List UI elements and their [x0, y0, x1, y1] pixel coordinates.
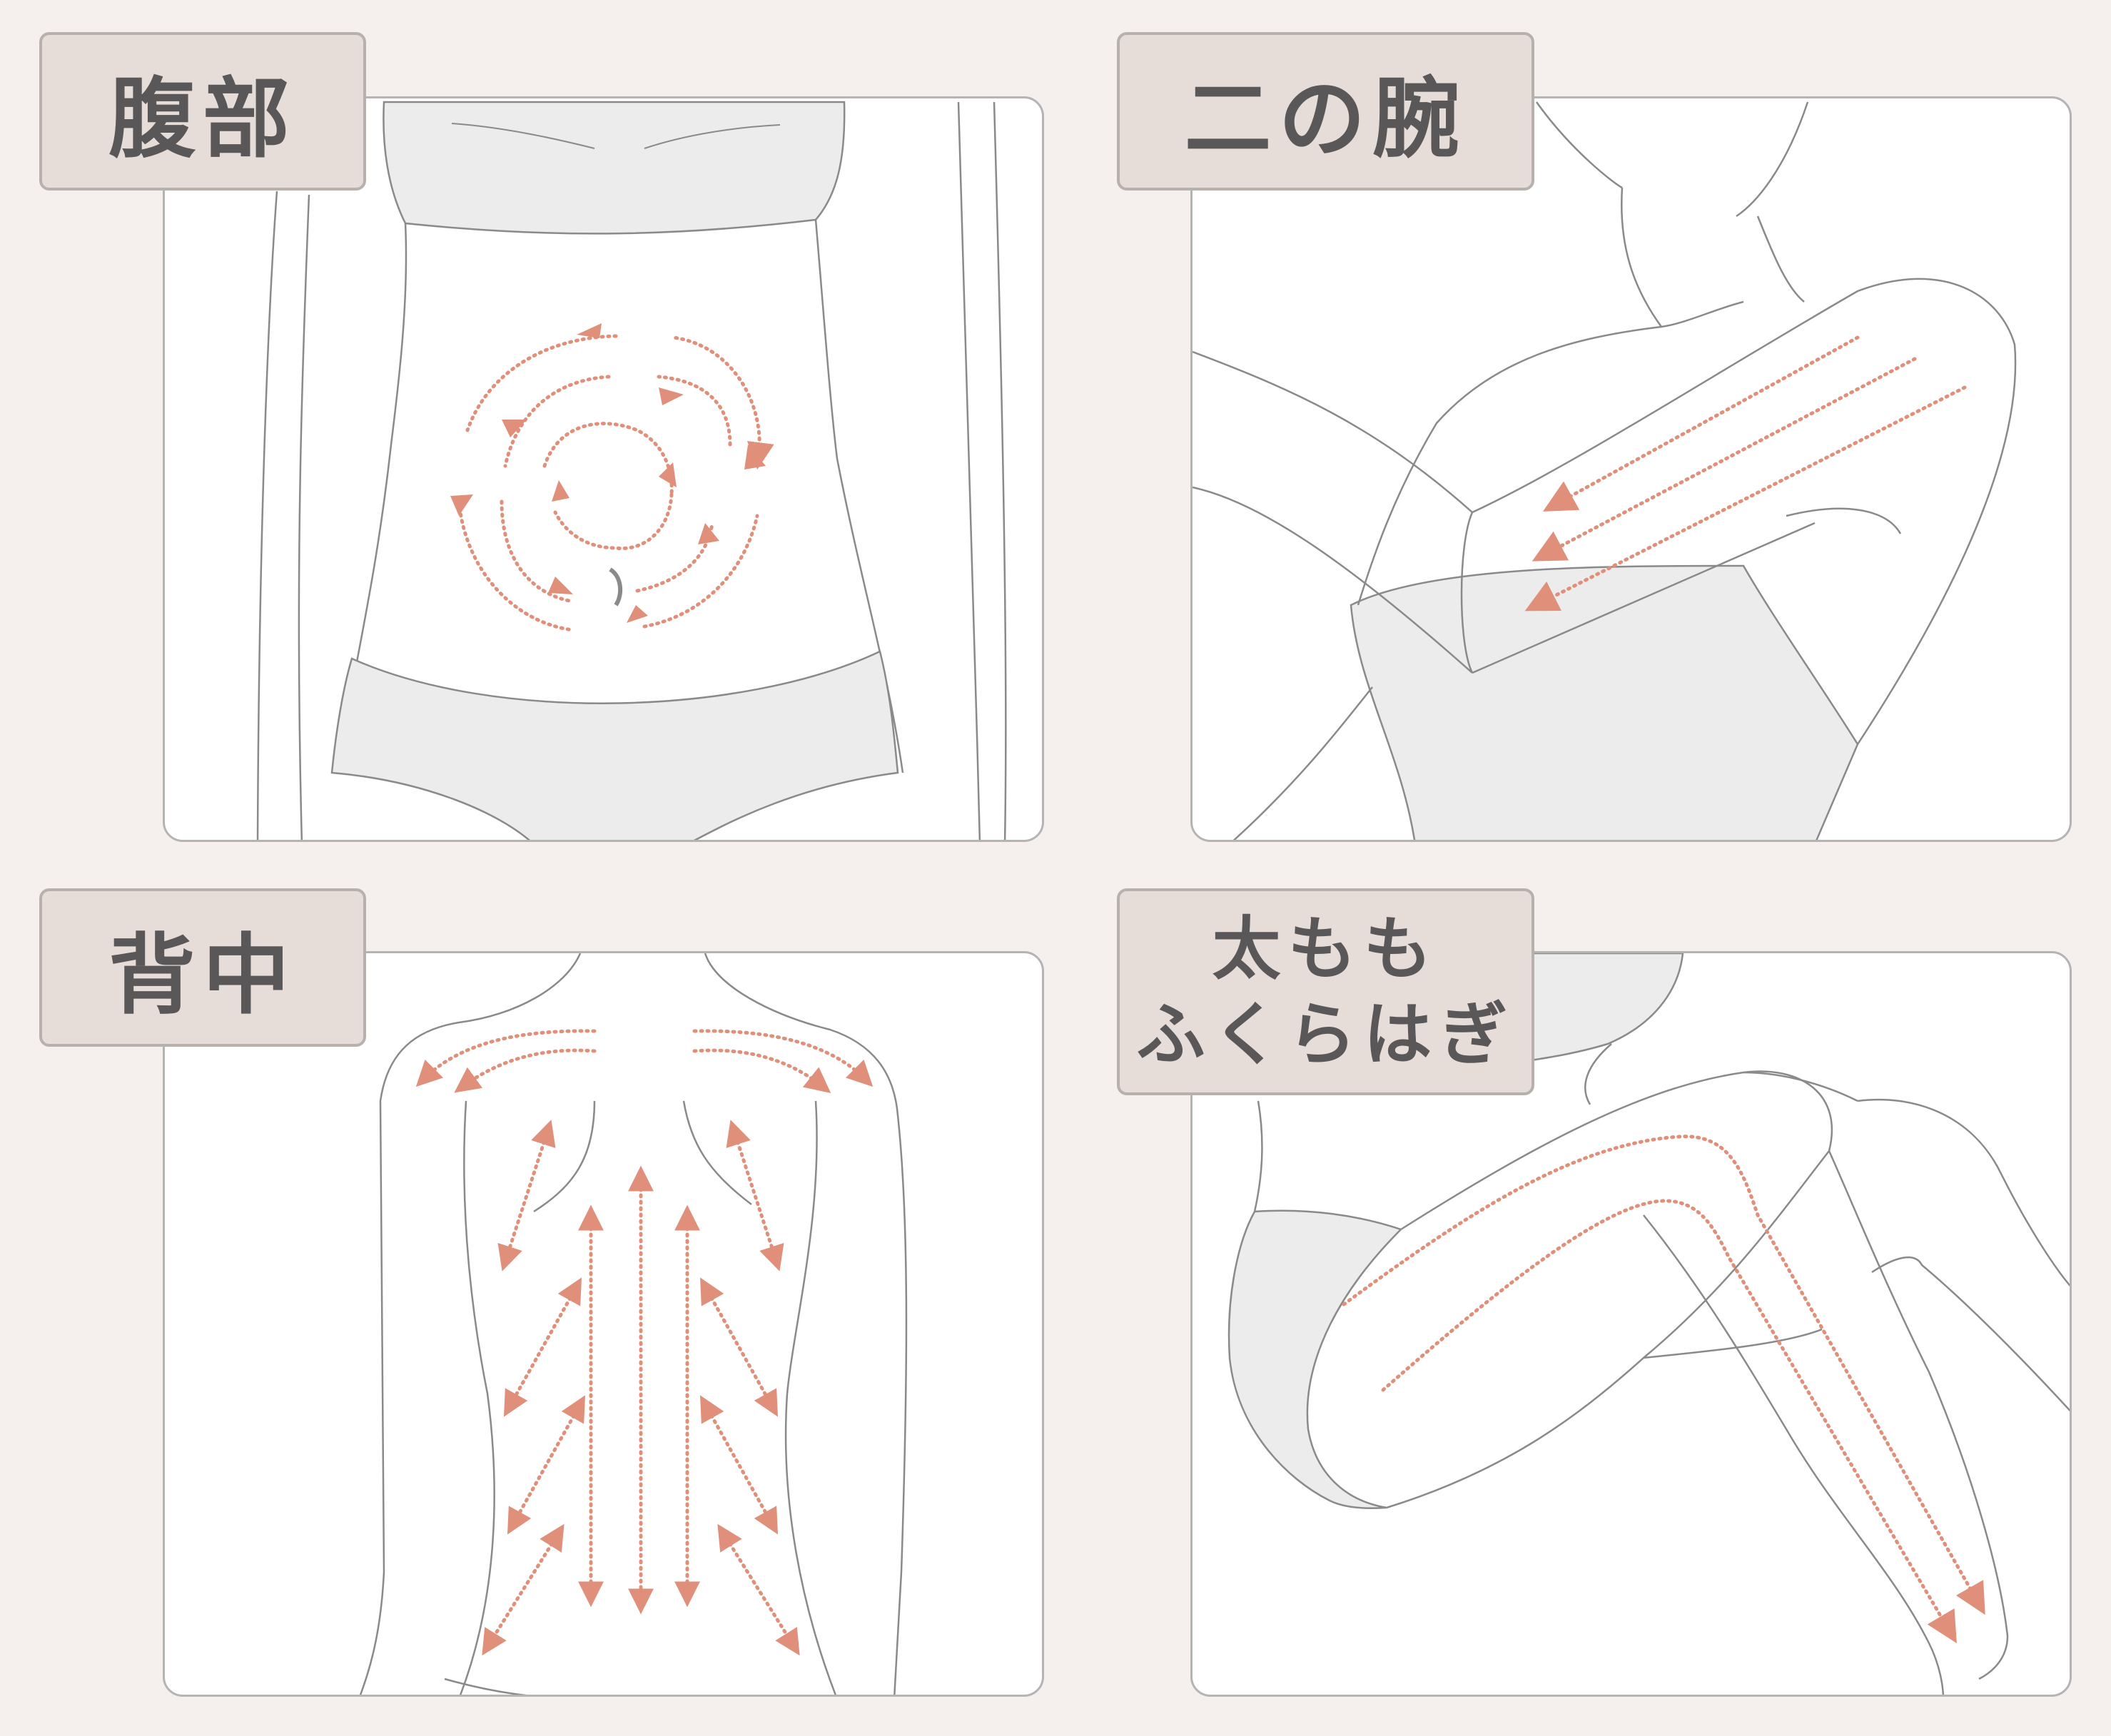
calf-label-text: ふくらはぎ	[1136, 995, 1515, 1075]
abdomen-panel	[163, 96, 1044, 842]
abdomen-illustration	[256, 101, 1007, 840]
abdomen-label: 腹部	[39, 32, 366, 191]
back-panel	[163, 951, 1044, 1697]
upper-arm-panel	[1190, 96, 2072, 842]
upper-arm-label-text: 二の腕	[1184, 68, 1467, 170]
abdomen-label-text: 腹部	[108, 68, 297, 170]
back-label: 背中	[39, 888, 366, 1047]
back-illustration	[359, 953, 908, 1695]
upper-arm-label: 二の腕	[1117, 32, 1534, 191]
thigh-calf-label: 太もも ふくらはぎ	[1117, 888, 1534, 1095]
upper-arm-illustration	[1193, 101, 2017, 840]
back-label-text: 背中	[108, 924, 297, 1026]
thigh-calf-illustration	[1227, 953, 2070, 1695]
thigh-label-text: 太もも	[1212, 909, 1439, 989]
